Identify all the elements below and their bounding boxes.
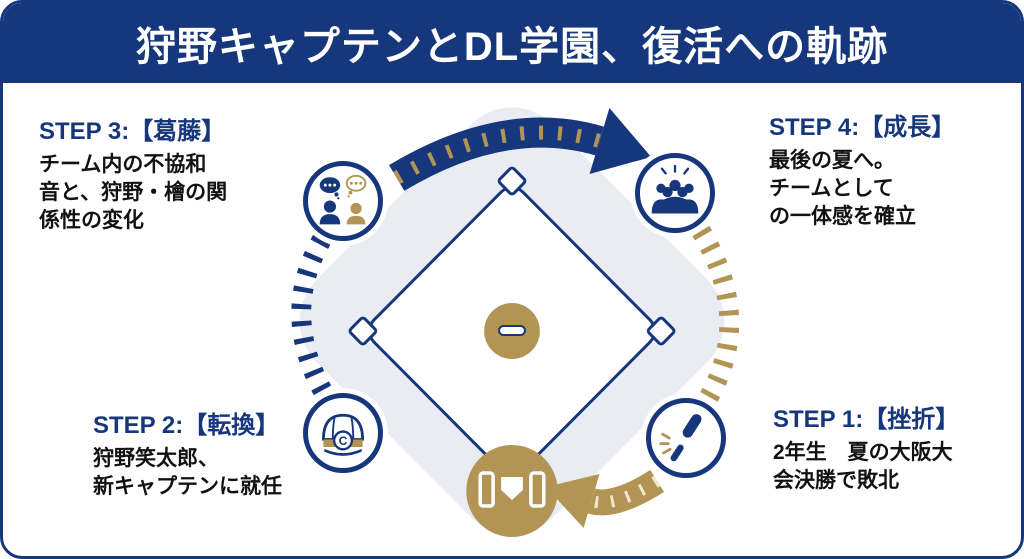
conflict-bubbles-icon	[319, 174, 367, 225]
step2-block: STEP 2:【転換】 狩野笑太郎、 新キャプテンに就任	[93, 405, 328, 501]
cap-letter: C	[339, 434, 348, 448]
baseball-field-diagram	[291, 107, 740, 537]
step1-description: 2年生 夏の大阪大 会決勝で敗北	[773, 441, 953, 492]
title-banner: 狩野キャプテンとDL学園、復活への軌跡	[3, 3, 1021, 83]
step3-description: チーム内の不協和 音と、狩野・檜の関 係性の変化	[39, 153, 228, 232]
arrow-bottom-head	[545, 474, 600, 528]
step4-block: STEP 4:【成長】 最後の夏へ。 チームとして の一体感を確立	[769, 107, 1017, 231]
step3-block: STEP 3:【葛藤】 チーム内の不協和 音と、狩野・檜の関 係性の変化	[39, 111, 259, 235]
broken-bat-icon	[659, 414, 702, 462]
arrow-top	[389, 117, 604, 191]
team-unity-icon	[651, 165, 699, 214]
step2-description: 狩野笑太郎、 新キャプテンに就任	[93, 447, 282, 498]
second-base	[497, 166, 527, 196]
pitchers-rubber	[498, 325, 526, 336]
diagram-area: C STEP 3:【葛藤】 チーム内の不協和 音と、狩野・檜の関 係性の変化	[3, 83, 1021, 556]
step2-label: STEP 2:【転換】	[93, 412, 280, 439]
step4-description: 最後の夏へ。 チームとして の一体感を確立	[769, 149, 916, 228]
node-step2: C	[303, 393, 383, 473]
home-plate-area	[466, 445, 558, 537]
step3-label: STEP 3:【葛藤】	[39, 118, 226, 145]
step1-block: STEP 1:【挫折】 2年生 夏の大阪大 会決勝で敗北	[773, 399, 1021, 495]
batters-box-right	[529, 471, 546, 508]
step4-label: STEP 4:【成長】	[769, 114, 956, 141]
batters-box-left	[478, 471, 495, 508]
home-plate-icon	[501, 477, 523, 500]
node-step1	[646, 398, 726, 478]
captain-cap-icon: C	[322, 413, 364, 456]
page-title: 狩野キャプテンとDL学園、復活への軌跡	[135, 25, 889, 69]
first-base	[646, 316, 676, 346]
step1-label: STEP 1:【挫折】	[773, 406, 960, 433]
third-base	[348, 316, 378, 346]
node-step3	[303, 161, 383, 241]
node-step4	[635, 153, 715, 233]
arrow-bottom-stitches	[589, 475, 661, 509]
arrow-top-head	[589, 108, 652, 174]
